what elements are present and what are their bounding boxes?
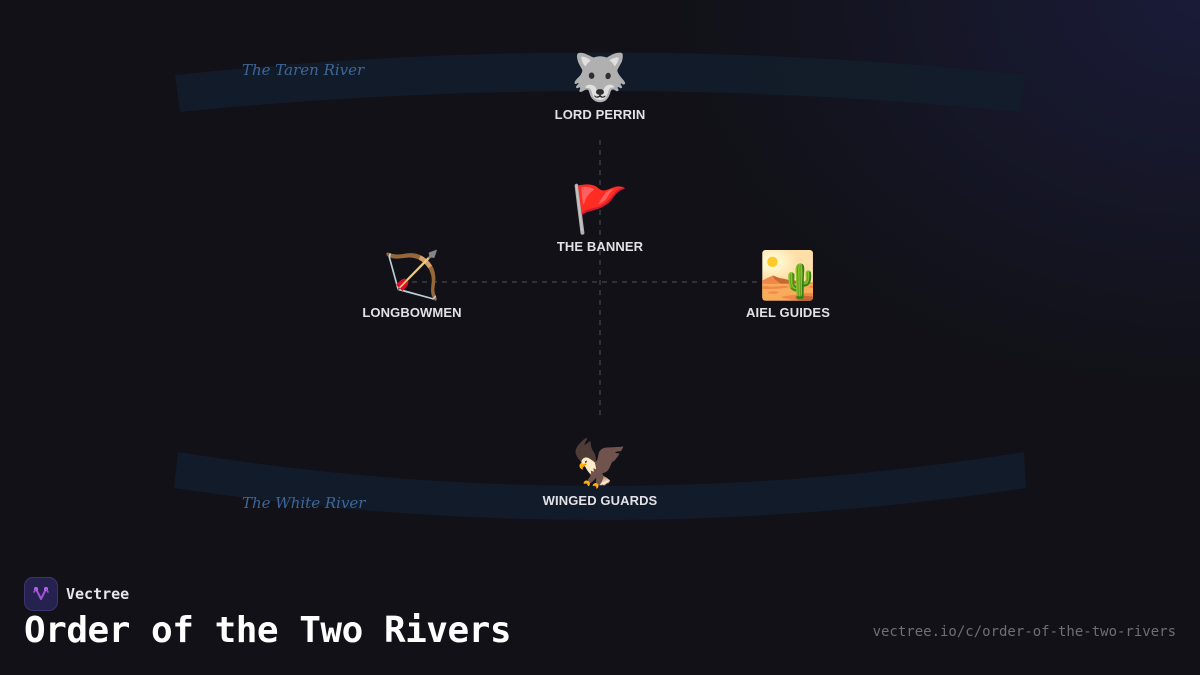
node-label: LONGBOWMEN [362,305,462,320]
wolf-icon: 🐺 [571,51,629,103]
taren-river-shape [175,52,1025,112]
brand[interactable]: Vectree [24,577,129,611]
node-label: LORD PERRIN [554,107,646,122]
eagle-icon: 🦅 [571,437,629,489]
share-url[interactable]: vectree.io/c/order-of-the-two-rivers [872,624,1176,640]
river-label-white: The White River [242,494,366,512]
node-winged-guards[interactable]: 🦅 WINGED GUARDS [500,435,700,508]
bow-and-arrow-icon: 🏹 [383,249,441,301]
vectree-logo-icon [24,577,58,611]
node-label: AIEL GUIDES [746,305,830,320]
desert-icon: 🏜️ [759,249,817,301]
node-the-banner[interactable]: 🚩 THE BANNER [500,181,700,254]
node-label: THE BANNER [556,239,644,254]
node-longbowmen[interactable]: 🏹 LONGBOWMEN [312,247,512,320]
river-label-taren: The Taren River [242,61,365,79]
node-aiel-guides[interactable]: 🏜️ AIEL GUIDES [688,247,888,320]
white-river-shape [174,452,1026,520]
page-title: Order of the Two Rivers [24,610,512,651]
red-flag-icon: 🚩 [571,183,629,235]
brand-name: Vectree [66,585,130,603]
node-lord-perrin[interactable]: 🐺 LORD PERRIN [500,49,700,122]
node-label: WINGED GUARDS [542,493,658,508]
